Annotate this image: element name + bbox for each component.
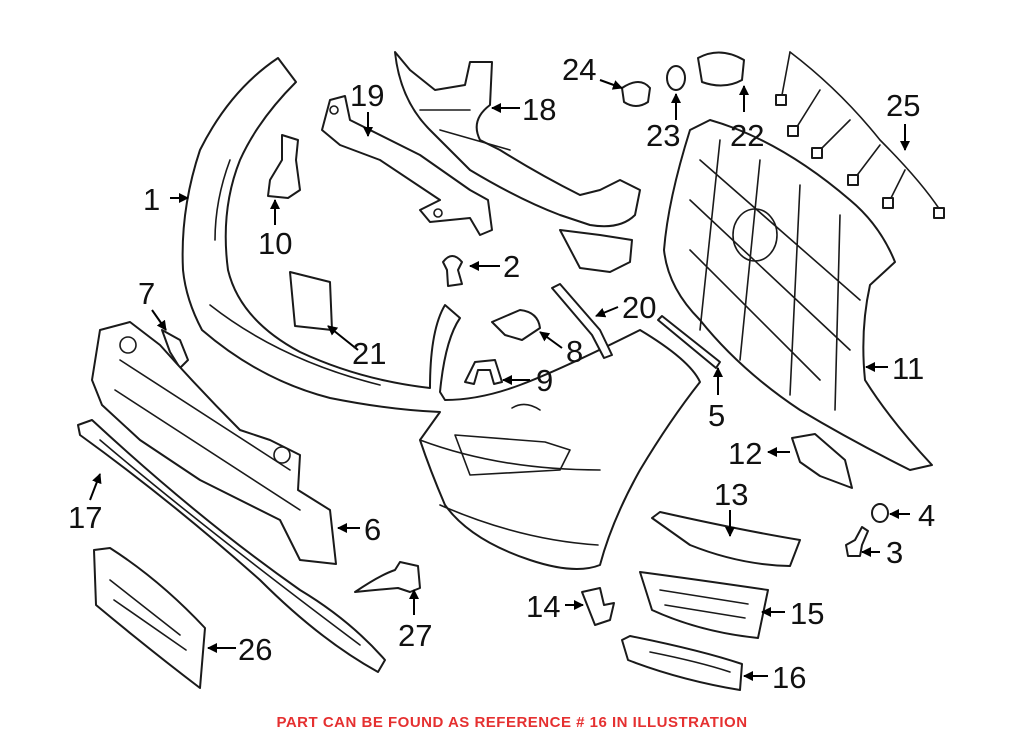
- callout-15: 15: [790, 596, 824, 631]
- part-bolt-3: [845, 526, 869, 557]
- part-push-rivet: [442, 255, 463, 287]
- part-trim-13: [651, 511, 801, 567]
- callout-9: 9: [536, 363, 553, 398]
- callout-10: 10: [258, 226, 292, 261]
- part-tow-hook-cover: [491, 309, 541, 341]
- callout-20: 20: [622, 290, 656, 325]
- part-control-module: [289, 271, 333, 331]
- callout-7: 7: [138, 276, 155, 311]
- reference-note: PART CAN BE FOUND AS REFERENCE # 16 IN I…: [276, 714, 748, 731]
- callout-8: 8: [566, 334, 583, 369]
- part-molding-5: [657, 315, 721, 369]
- callout-5: 5: [708, 398, 725, 433]
- part-clip-9: [464, 359, 503, 385]
- callout-19: 19: [350, 78, 384, 113]
- callout-14: 14: [526, 589, 560, 624]
- part-strip-20: [551, 283, 613, 359]
- callout-25: 25: [886, 88, 920, 123]
- callout-17: 17: [68, 500, 102, 535]
- part-fog-grille-15: [639, 571, 769, 639]
- part-sensor-27: [354, 561, 421, 593]
- callout-22: 22: [730, 118, 764, 153]
- callout-11: 11: [892, 351, 924, 386]
- callout-numbers: 1 2 3 4 5 6 7 8 9 10 11 12 13 14 15 16 1…: [68, 52, 935, 695]
- part-trim-16: [621, 635, 743, 691]
- leader-arrows: [89, 79, 910, 681]
- part-clip-7: [161, 329, 189, 369]
- callout-16: 16: [772, 660, 806, 695]
- part-sensor-22: [697, 51, 745, 87]
- callout-27: 27: [398, 618, 432, 653]
- callout-4: 4: [918, 498, 935, 533]
- callout-26: 26: [238, 632, 272, 667]
- callout-6: 6: [364, 512, 381, 547]
- part-sensor-24: [621, 81, 651, 107]
- callout-3: 3: [886, 535, 903, 570]
- callout-1: 1: [143, 182, 160, 217]
- callout-23: 23: [646, 118, 680, 153]
- callout-21: 21: [352, 336, 386, 371]
- part-ring-23: [666, 65, 686, 91]
- part-grille: [663, 119, 933, 471]
- part-wiring-harness: [775, 51, 945, 219]
- part-bracket-10: [267, 134, 301, 199]
- part-spoiler: [77, 419, 386, 673]
- part-license-plate-base: [93, 547, 206, 689]
- part-bumper-cover: [181, 57, 701, 570]
- callout-13: 13: [714, 477, 748, 512]
- part-upper-carrier: [394, 51, 641, 273]
- part-washer-4: [871, 503, 889, 523]
- part-energy-absorber: [91, 321, 337, 565]
- callout-12: 12: [728, 436, 762, 471]
- part-bracket-14: [581, 587, 615, 626]
- part-fog-cover-12: [791, 433, 853, 489]
- callout-24: 24: [562, 52, 596, 87]
- callout-2: 2: [503, 249, 520, 284]
- callout-18: 18: [522, 92, 556, 127]
